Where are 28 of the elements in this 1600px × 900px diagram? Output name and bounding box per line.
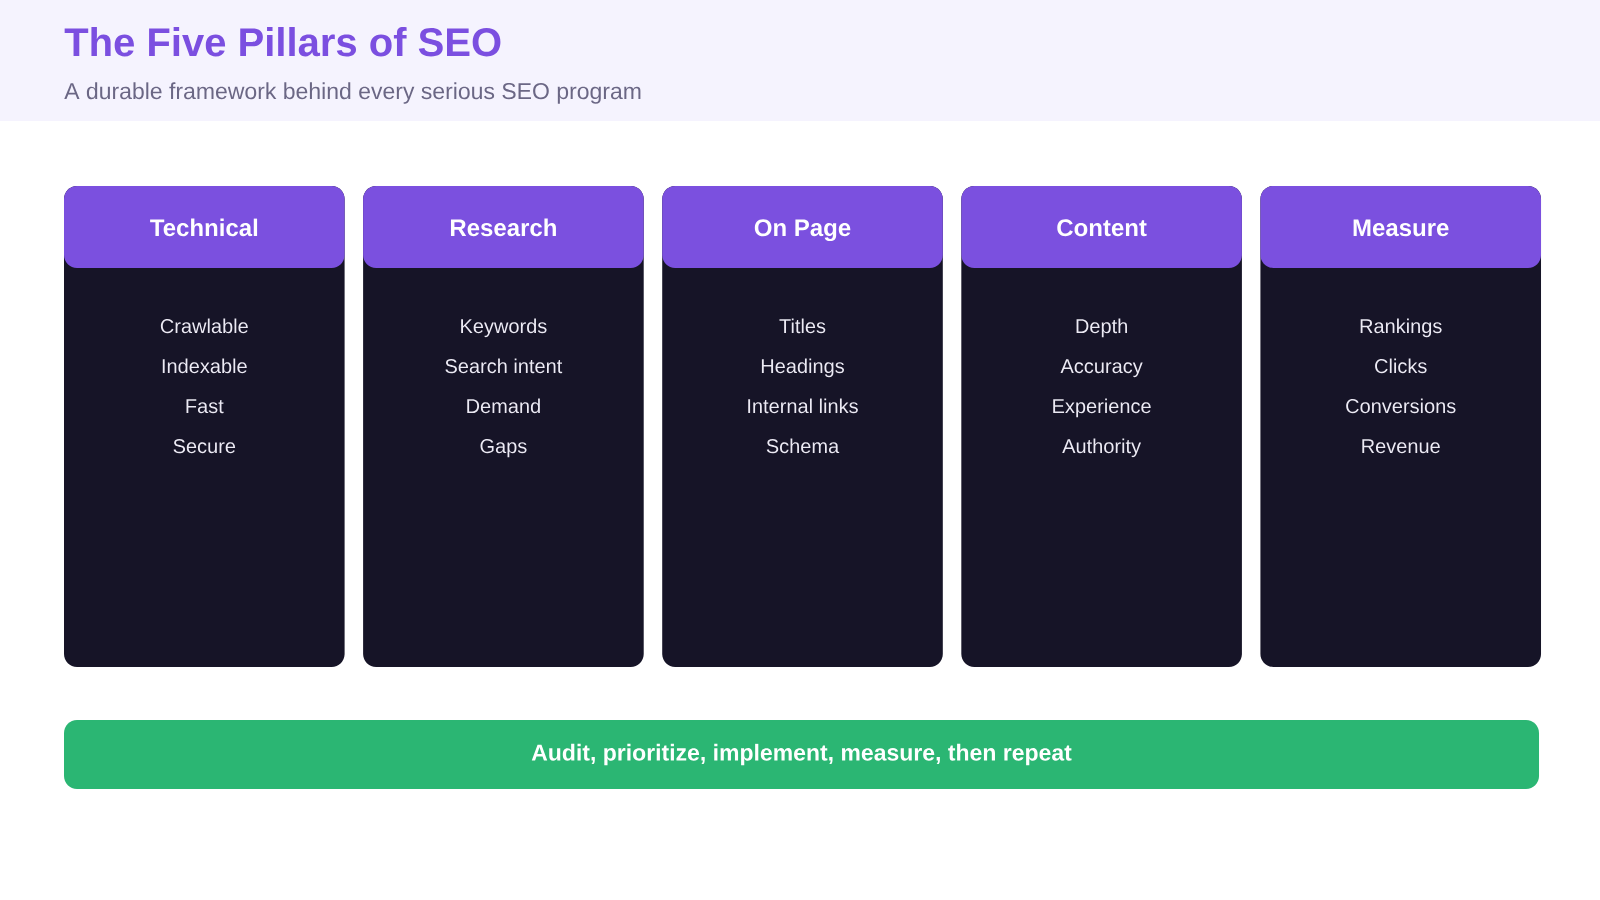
card-header: Content <box>961 186 1242 268</box>
list-item: Internal links <box>748 398 858 414</box>
title: The Five Pillars of SEO <box>64 27 501 57</box>
list-item: Indexable <box>162 358 247 374</box>
list-item: Fast <box>186 399 224 414</box>
card-header: On Page <box>662 186 943 268</box>
banner: Audit, prioritize, implement, measure, then repeat <box>64 720 1539 789</box>
list-item: Conversions <box>1346 398 1456 414</box>
list-item: Gaps <box>480 439 527 458</box>
list-item: Titles <box>779 318 826 334</box>
list-item: Headings <box>761 358 844 378</box>
list-item: Secure <box>173 439 236 454</box>
list-item: Crawlable <box>160 318 248 334</box>
card-header: Technical <box>64 186 345 268</box>
list-item: Revenue <box>1362 439 1440 454</box>
list-item: Keywords <box>461 318 547 338</box>
list-item: Schema <box>766 438 840 454</box>
list-item: Authority <box>1062 438 1142 458</box>
list-item: Search intent <box>445 358 563 374</box>
list-item: Accuracy <box>1060 359 1143 378</box>
subtitle: A durable framework behind every serious SEO program <box>64 82 641 104</box>
list-item: Rankings <box>1360 318 1442 338</box>
list-item: Clicks <box>1375 358 1427 374</box>
list-item: Experience <box>1053 398 1151 418</box>
card-header: Research <box>363 186 644 268</box>
list-item: Demand <box>467 398 540 414</box>
list-item: Depth <box>1076 318 1127 338</box>
card-header: Measure <box>1260 186 1541 268</box>
